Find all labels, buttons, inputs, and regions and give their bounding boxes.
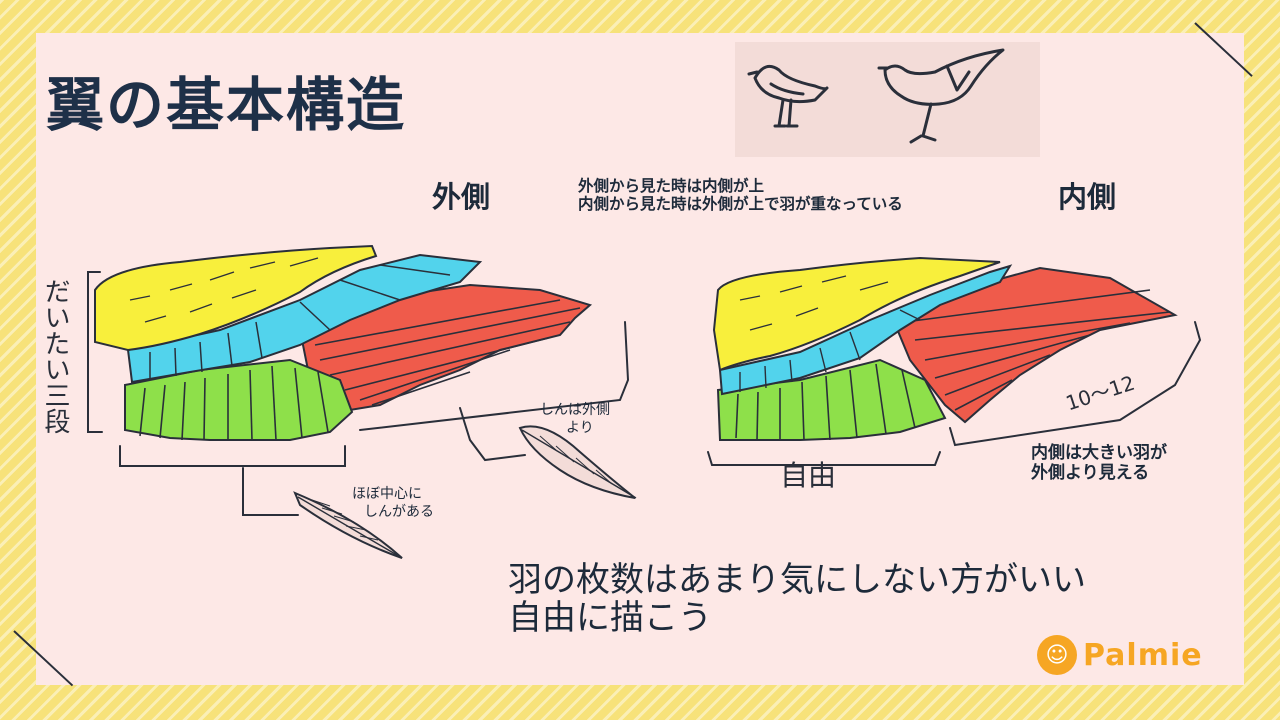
free-label: 自由 [780,459,837,492]
inner-heading: 内側 [1058,180,1117,214]
palmie-mascot-icon: ☺ [1037,635,1077,675]
shaft-center-note-line-1: ほぼ中心に [352,486,422,502]
bird-sketch-thumbnail [735,42,1040,157]
tiers-label: だいたい三段 [40,278,70,434]
outer-heading: 外側 [432,180,491,214]
feather-sketch-center [293,491,403,559]
shaft-center-note-line-2: しんがある [364,504,434,520]
shaft-center-note: ほぼ中心に しんがある [352,485,434,521]
inner-primaries [888,266,1178,424]
inner-visible-note-line-2: 外側より見える [1031,463,1150,483]
outer-secondary-coverts [126,253,483,384]
inner-visible-note-line-1: 内側は大きい羽が [1031,443,1167,463]
feather-sketch-outer [518,425,637,499]
outer-secondaries [124,358,354,441]
bottom-note-line-2: 自由に描こう [508,598,712,638]
shaft-outer-note-line-1: しんは外側 [540,402,610,418]
overlap-note: 外側から見た時は内側が上 内側から見た時は外側が上で羽が重なっている [578,177,903,213]
annotation-lines [87,271,1202,516]
brand-name: Palmie [1083,637,1203,673]
overlap-note-line-1: 外側から見た時は内側が上 [578,177,765,195]
inner-secondary-coverts [718,264,1013,396]
overlap-note-line-2: 内側から見た時は外側が上で羽が重なっている [578,195,903,213]
outer-wing-illustration [94,244,593,441]
bottom-note-line-1: 羽の枚数はあまり気にしない方がいい [508,560,1086,600]
page-title: 翼の基本構造 [46,71,407,139]
palmie-logo: ☺ Palmie [1037,631,1203,679]
bottom-note: 羽の枚数はあまり気にしない方がいい 自由に描こう [508,561,1086,637]
shaft-outer-note-line-2: より [566,420,594,436]
inner-visible-note: 内側は大きい羽が 外側より見える [1031,443,1167,483]
inner-coverts [712,256,1001,372]
inner-secondaries [716,358,947,441]
shaft-outer-note: しんは外側 より [540,401,610,437]
outer-coverts [94,244,378,352]
inner-wing-illustration [712,256,1178,441]
